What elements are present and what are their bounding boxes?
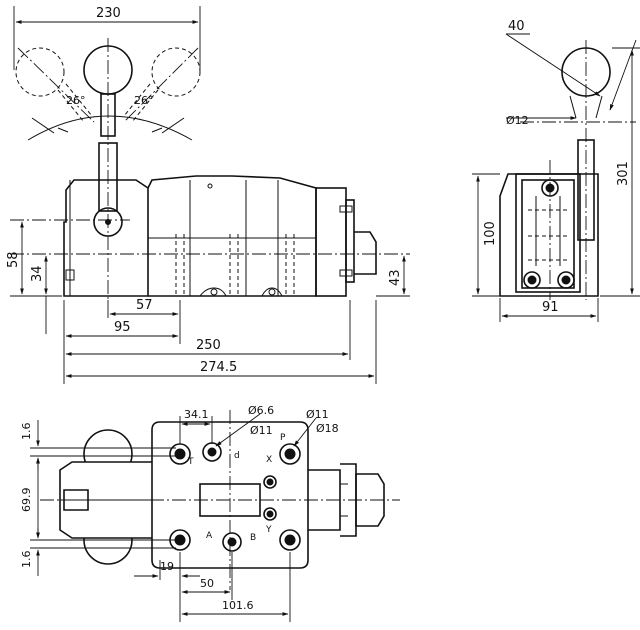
handle-center xyxy=(83,38,133,300)
dim-91: 91 xyxy=(542,300,559,315)
dim-dia12: Ø12 xyxy=(506,114,529,127)
handle-tilted-right xyxy=(123,47,201,123)
dim-69-9: 69.9 xyxy=(20,488,33,513)
dim-dia18: Ø18 xyxy=(316,422,339,435)
dim-250: 250 xyxy=(196,338,221,353)
dim-dia6-6: Ø6.6 xyxy=(248,404,274,417)
dim-101-6: 101.6 xyxy=(222,599,254,612)
dim-19: 19 xyxy=(160,560,174,573)
dim-dia11-b: Ø11 xyxy=(306,408,329,421)
dim-100: 100 xyxy=(483,221,498,246)
dim-34: 34 xyxy=(30,265,45,282)
port-x: X xyxy=(266,455,272,465)
dim-274-5: 274.5 xyxy=(200,360,237,375)
port-t: T xyxy=(187,457,194,467)
dim-dia11-a: Ø11 xyxy=(250,424,273,437)
dim-1-6-top: 1.6 xyxy=(20,423,33,441)
port-y: Y xyxy=(265,525,272,535)
dim-301: 301 xyxy=(616,161,631,186)
handle-tilted-left xyxy=(15,47,95,123)
dim-50: 50 xyxy=(200,577,214,590)
valve-body-front xyxy=(63,175,377,297)
dim-43: 43 xyxy=(388,269,403,286)
dim-40: 40 xyxy=(508,19,525,34)
port-b: B xyxy=(250,533,256,543)
dim-58: 58 xyxy=(6,251,21,268)
port-p: P xyxy=(280,433,286,443)
port-d: d xyxy=(234,451,240,461)
top-view: X Y A B T P d 34.1 Ø6.6 Ø11 Ø11 Ø18 1.6 … xyxy=(20,404,400,622)
dim-95: 95 xyxy=(114,320,131,335)
dim-34-1: 34.1 xyxy=(184,408,209,421)
dim-57: 57 xyxy=(136,298,153,313)
dim-230: 230 xyxy=(96,6,121,21)
front-view: 230 26° 26° xyxy=(6,6,410,384)
port-a: A xyxy=(206,531,213,541)
dim-1-6-bottom: 1.6 xyxy=(20,551,33,569)
angle-left: 26° xyxy=(66,94,86,107)
side-view: 40 Ø12 301 100 91 xyxy=(472,19,640,322)
